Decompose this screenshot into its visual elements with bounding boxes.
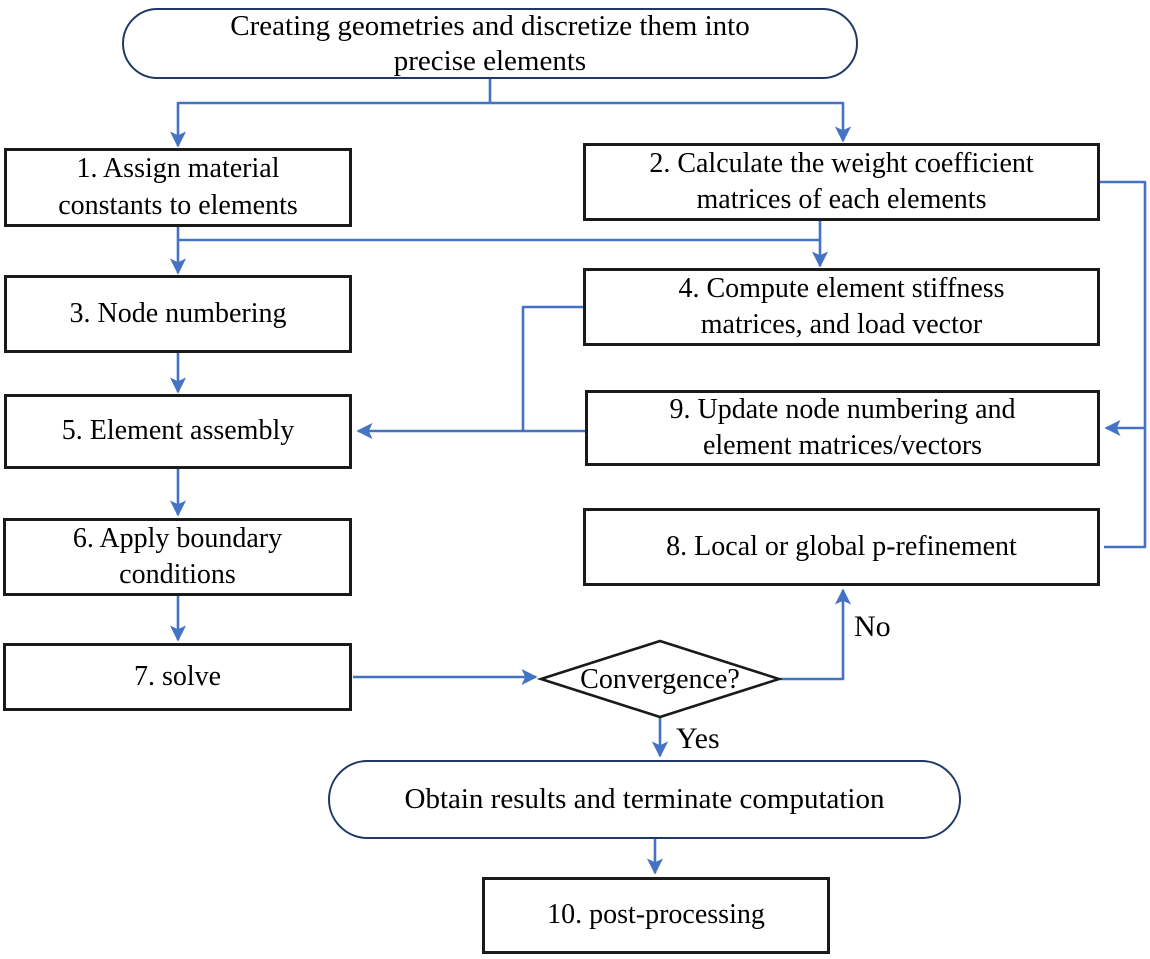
node-step4-element-stiffness: 4. Compute element stiffness matrices, a… [583, 268, 1100, 346]
node-results-terminal: Obtain results and terminate computation [328, 760, 961, 839]
node-step7-solve: 7. solve [3, 643, 352, 711]
node-step9-update-node-numbering: 9. Update node numbering and element mat… [585, 390, 1100, 466]
node-step5-element-assembly: 5. Element assembly [4, 394, 352, 469]
decision-convergence-label: Convergence? [580, 664, 740, 695]
node-start-terminal: Creating geometries and discretize them … [122, 8, 858, 79]
node-step1-assign-material: 1. Assign material constants to elements [4, 148, 352, 227]
connector-start-branch [178, 79, 843, 105]
edge-label-yes: Yes [676, 722, 720, 755]
node-step8-p-refinement: 8. Local or global p-refinement [583, 508, 1100, 586]
connector-step1-step2-branch [178, 221, 822, 242]
connector-decision-to-step8 [780, 588, 852, 681]
edge-label-no: No [854, 610, 891, 643]
node-step10-post-processing: 10. post-processing [482, 877, 830, 954]
connector-right-rail [1100, 180, 1147, 549]
node-step3-node-numbering: 3. Node numbering [4, 275, 352, 353]
connector-step4-elbow [521, 305, 584, 431]
node-step6-boundary-conditions: 6. Apply boundary conditions [3, 518, 352, 596]
decision-diamond-shape [536, 639, 784, 719]
node-step2-weight-coefficient: 2. Calculate the weight coefficient matr… [583, 143, 1100, 221]
